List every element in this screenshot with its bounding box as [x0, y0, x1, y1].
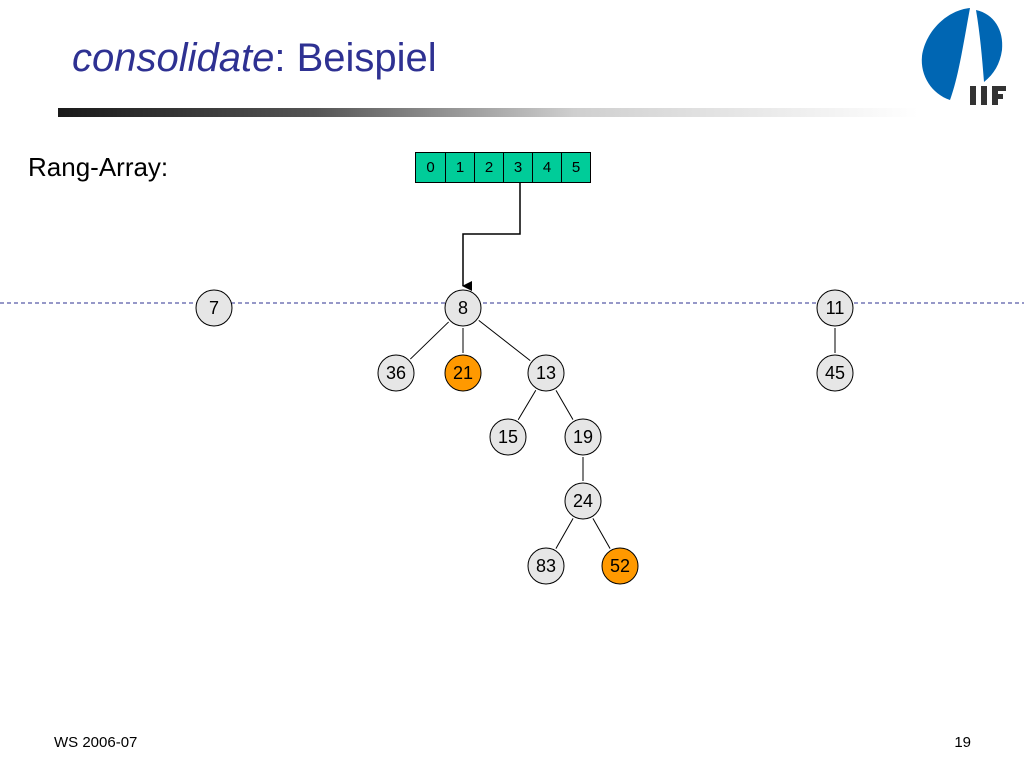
heap-node-21: 21: [444, 354, 482, 392]
title-underline: [58, 108, 918, 117]
rank-array: 0 1 2 3 4 5: [415, 152, 591, 183]
heap-node-circle: [444, 289, 482, 327]
footer-semester: WS 2006-07: [54, 734, 138, 751]
iif-logo: [921, 8, 1006, 105]
heap-node-circle: [195, 289, 233, 327]
heap-node-13: 13: [527, 354, 565, 392]
slide-title: consolidate: Beispiel: [72, 38, 437, 78]
heap-node-circle: [377, 354, 415, 392]
tree-edge-24-52: [592, 518, 611, 549]
heap-node-15: 15: [489, 418, 527, 456]
logo-swoosh-right: [976, 10, 1003, 82]
logo-swoosh: [921, 8, 970, 100]
heap-node-45: 45: [816, 354, 854, 392]
heap-node-circle: [489, 418, 527, 456]
heap-node-36: 36: [377, 354, 415, 392]
rank-array-cell: 1: [445, 153, 474, 182]
heap-node-key: 11: [826, 298, 845, 318]
page-number: 19: [954, 734, 971, 751]
heap-node-circle: [564, 482, 602, 520]
heap-node-83: 83: [527, 547, 565, 585]
rank-array-cell: 0: [426, 159, 435, 176]
heap-node-circle: [527, 354, 565, 392]
heap-node-key: 24: [573, 491, 593, 511]
heap-node-circle: [444, 354, 482, 392]
heap-node-key: 8: [458, 298, 468, 318]
tree-nodes: 7 8 11 36 21 13 45 15 19 24 83 52: [195, 289, 854, 585]
rank-array-cell: 2: [474, 153, 503, 182]
heap-node-key: 21: [453, 363, 473, 383]
rank-pointer-arrow: [462, 182, 521, 291]
title-keyword: consolidate: [72, 36, 275, 80]
heap-node-7: 7: [195, 289, 233, 327]
heap-node-11: 11: [816, 289, 854, 327]
heap-node-8: 8: [444, 289, 482, 327]
heap-node-key: 83: [536, 556, 556, 576]
heap-node-circle: [816, 289, 854, 327]
tree-edges: [410, 319, 836, 549]
heap-node-52: 52: [601, 547, 639, 585]
rank-array-cell: 3: [503, 153, 532, 182]
heap-node-19: 19: [564, 418, 602, 456]
heap-node-circle: [564, 418, 602, 456]
rank-array-cell: 5: [561, 153, 590, 182]
tree-edge-8-36: [410, 321, 449, 360]
rank-array-label: Rang-Array:: [28, 152, 169, 182]
heap-node-circle: [601, 547, 639, 585]
heap-node-key: 19: [573, 427, 593, 447]
heap-node-key: 13: [536, 363, 556, 383]
heap-node-key: 45: [825, 363, 845, 383]
heap-node-24: 24: [564, 482, 602, 520]
tree-edge-13-19: [555, 390, 574, 420]
heap-node-key: 36: [386, 363, 406, 383]
heap-node-key: 52: [610, 556, 630, 576]
rank-array-cell: 4: [532, 153, 561, 182]
heap-node-circle: [527, 547, 565, 585]
tree-edge-13-15: [517, 389, 537, 421]
heap-node-key: 15: [498, 427, 518, 447]
heap-node-circle: [816, 354, 854, 392]
title-rest: : Beispiel: [274, 36, 437, 80]
tree-edge-8-13: [478, 319, 531, 362]
heap-node-key: 7: [209, 298, 219, 318]
tree-edge-24-83: [555, 518, 574, 549]
logo-letters: [970, 86, 1006, 105]
